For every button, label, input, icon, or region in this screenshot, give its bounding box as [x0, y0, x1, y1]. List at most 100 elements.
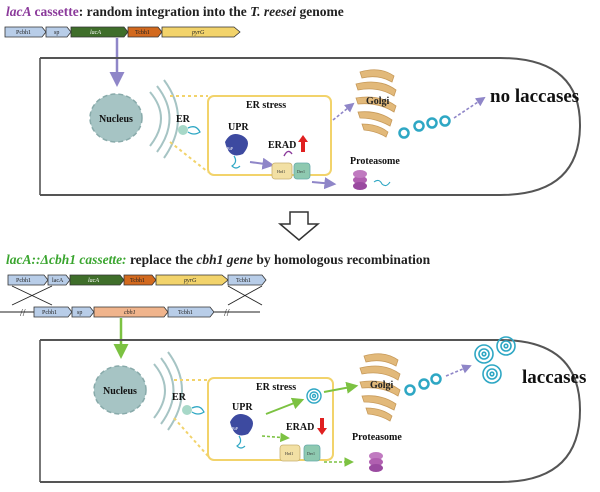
- top-heading-rest: : random integration into the: [79, 4, 250, 19]
- top-result-label: no laccases: [490, 86, 579, 107]
- top-proteasome-label: Proteasome: [350, 156, 400, 167]
- top-proteasome-icon: [353, 170, 367, 190]
- bottom-protein-chain-icon: [191, 406, 205, 415]
- top-erad-label: ERAD: [268, 140, 296, 151]
- bottom-locus-tcbh1-label: Tcbh1: [178, 310, 193, 316]
- top-heading-tail: genome: [296, 4, 344, 19]
- bottom-er-link-2: [173, 417, 209, 457]
- transition-arrow-icon: [277, 211, 321, 241]
- top-erad-up-arrow-icon: [298, 135, 308, 152]
- bottom-heading-gene: lacA::Δcbh1 cassette:: [6, 252, 127, 267]
- top-er-link-2: [169, 141, 209, 173]
- top-er-label: ER: [176, 114, 191, 125]
- bottom-der1-label: Der1: [307, 451, 315, 456]
- bottom-secretion-arrow: [445, 364, 472, 377]
- top-protein-icon: [178, 125, 188, 135]
- bottom-bip-label: BiP: [232, 426, 239, 431]
- bottom-cassette-pyrg: [155, 274, 229, 286]
- top-bip-label: BiP: [227, 146, 234, 151]
- top-nucleus-label: Nucleus: [99, 114, 133, 125]
- top-degraded-peptide-icon: [373, 179, 391, 187]
- bottom-er-to-golgi-arrow: [323, 381, 359, 394]
- top-upr-to-erad-arrow: [249, 157, 275, 170]
- bottom-cassette-tcbh1: [123, 274, 157, 286]
- top-cassette-laca-label: lacA: [90, 30, 101, 36]
- top-protein-chain-icon: [187, 126, 201, 135]
- top-heading-word: cassette: [35, 4, 79, 19]
- bottom-result-label: laccases: [522, 367, 586, 388]
- top-secretion-arrow: [453, 96, 486, 119]
- bottom-er-stress-label: ER stress: [256, 382, 296, 393]
- bottom-protein-icon: [182, 405, 192, 415]
- bottom-cassette-pcbh1-label: Pcbh1: [16, 278, 31, 284]
- top-er-stress-label: ER stress: [246, 100, 286, 111]
- bottom-er-label: ER: [172, 392, 187, 403]
- top-cassette-pyrg-label: pyrG: [191, 30, 205, 36]
- top-heading-species: T. reesei: [250, 4, 296, 19]
- top-ubiquitin-icon: [283, 150, 293, 157]
- bottom-vesicles: [404, 373, 442, 396]
- bottom-nucleus-label: Nucleus: [103, 386, 137, 397]
- top-er-to-golgi-arrow: [332, 102, 355, 121]
- top-der1-label: Der1: [297, 169, 305, 174]
- bottom-cassette-laca: [69, 274, 125, 286]
- bottom-proteasome-icon: [369, 452, 383, 472]
- bottom-er-box: [207, 377, 334, 461]
- bottom-golgi-label: Golgi: [370, 380, 394, 391]
- bottom-locus-sp: [71, 306, 95, 318]
- bottom-upr-label: UPR: [232, 402, 253, 413]
- top-cassette-tcbh1: [127, 26, 163, 38]
- bottom-upr-to-erad-arrow: [261, 432, 290, 443]
- bottom-erad-label: ERAD: [286, 422, 314, 433]
- bottom-genome-break-left-icon: //: [20, 308, 26, 319]
- top-cassette-pcbh1: [4, 26, 47, 38]
- bottom-cassette-pcbh1: [7, 274, 49, 286]
- top-nucleus: [89, 93, 143, 143]
- top-cassette-sp-label: sp: [54, 30, 59, 36]
- top-hypha-outline: [40, 57, 582, 196]
- bottom-der1-icon: [303, 444, 321, 462]
- bottom-genome-break-right-icon: //: [224, 308, 230, 319]
- bottom-cassette-tcbh1-3-label: Tcbh1: [236, 278, 251, 284]
- bottom-nucleus: [93, 365, 147, 415]
- top-cassette-pyrg: [161, 26, 241, 38]
- bottom-heading-rest2: by homologous recombination: [253, 252, 431, 267]
- bottom-upr-to-folding-arrow: [265, 397, 305, 415]
- bottom-locus-cbh1-label: cbh1: [124, 310, 136, 316]
- bottom-cassette: Pcbh1 lacA lacA Tcbh1 pyrG Tcbh1: [7, 274, 267, 286]
- top-golgi-label: Golgi: [366, 96, 390, 107]
- bottom-cassette-laca-label: lacA: [88, 278, 99, 284]
- bottom-cassette-sp-label: lacA: [52, 278, 64, 284]
- top-vesicles: [398, 115, 451, 139]
- top-cassette: Pcbh1 sp lacA Tcbh1 pyrG: [4, 26, 241, 38]
- top-hrd1-label: Hrd1: [277, 169, 285, 174]
- top-heading-gene: lacA: [6, 4, 32, 19]
- bottom-hrd1-label: Hrd1: [285, 451, 293, 456]
- bottom-panel: lacA::Δcbh1 cassette: replace the cbh1 g…: [0, 252, 586, 483]
- bottom-locus-tcbh1: [167, 306, 215, 318]
- bottom-locus-pcbh1: [33, 306, 73, 318]
- bottom-locus: Pcbh1 sp cbh1 Tcbh1: [33, 306, 215, 318]
- bottom-golgi-icon: [359, 353, 401, 422]
- bottom-hrd1-icon: [279, 444, 301, 462]
- top-der1-icon: [293, 162, 311, 180]
- top-er-box: [207, 95, 332, 176]
- bottom-unfolded-chain-icon: [236, 435, 246, 449]
- bottom-cassette-sp: [47, 274, 71, 286]
- top-golgi-icon: [355, 69, 397, 138]
- bottom-locus-sp-label: sp: [77, 310, 82, 316]
- top-cassette-tcbh1-label: Tcbh1: [135, 30, 150, 36]
- bottom-cassette-tcbh1-3: [227, 274, 267, 286]
- top-unfolded-chain-icon: [231, 155, 241, 169]
- bottom-recombination-crossovers: [11, 285, 263, 306]
- bottom-proteasome-label: Proteasome: [352, 432, 402, 443]
- bottom-hypha-outline: [40, 339, 582, 483]
- bottom-folded-laccase-icon: [306, 388, 322, 404]
- bottom-locus-cbh1: [93, 306, 169, 318]
- top-hrd1-icon: [271, 162, 293, 180]
- top-cassette-sp: [45, 26, 72, 38]
- bottom-heading: lacA::Δcbh1 cassette: replace the cbh1 g…: [6, 252, 431, 267]
